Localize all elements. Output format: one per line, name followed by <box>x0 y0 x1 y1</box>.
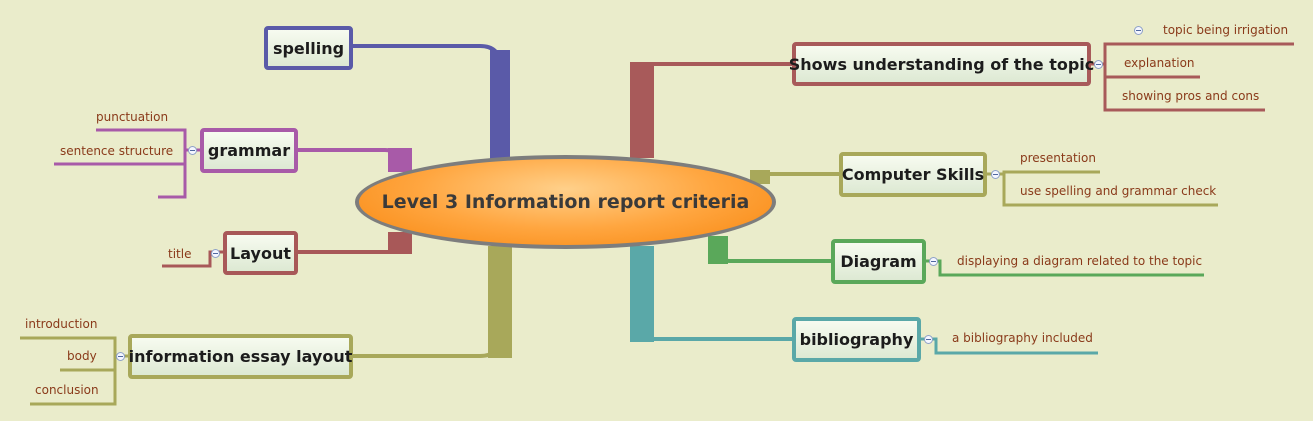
node-bibliography-label: bibliography <box>799 330 914 349</box>
leaf-showing-pros-and-cons: showing pros and cons <box>1122 89 1260 103</box>
node-spelling[interactable]: spelling <box>264 26 353 70</box>
grammar-connector-trunk <box>388 148 412 172</box>
bibliography-collapse-toggle[interactable] <box>924 335 933 344</box>
node-information-essay-layout-label: information essay layout <box>128 347 353 366</box>
node-shows-understanding[interactable]: Shows understanding of the topic <box>789 42 1094 86</box>
node-spelling-label: spelling <box>272 38 345 58</box>
understanding-connector <box>638 62 792 158</box>
leaf-conclusion: conclusion <box>35 383 99 397</box>
essay-layout-connector-trunk <box>488 246 512 358</box>
leaf-punctuation: punctuation <box>96 110 169 124</box>
computer-skills-connector-trunk <box>750 170 770 184</box>
node-diagram-label: Diagram <box>840 252 917 271</box>
node-grammar-label: grammar <box>207 141 291 160</box>
leaf-a-bibliography-included: a bibliography included <box>952 331 1093 345</box>
leaf-presentation: presentation <box>1020 151 1096 165</box>
understanding-collapse-toggle[interactable] <box>1094 60 1103 69</box>
node-diagram[interactable]: Diagram <box>831 239 926 284</box>
leaf-displaying-a-diagram: displaying a diagram related to the topi… <box>957 254 1203 268</box>
spelling-connector <box>352 44 502 160</box>
node-layout[interactable]: Layout <box>223 231 298 275</box>
grammar-collapse-toggle[interactable] <box>188 146 197 155</box>
essay-layout-collapse-toggle[interactable] <box>116 352 125 361</box>
grammar-connector <box>297 148 402 172</box>
node-shows-understanding-label: Shows understanding of the topic <box>788 54 1095 74</box>
node-layout-label: Layout <box>230 243 291 263</box>
node-computer-skills-label: Computer Skills <box>841 165 985 184</box>
layout-collapse-toggle[interactable] <box>211 249 220 258</box>
central-topic[interactable]: Level 3 Information report criteria <box>355 155 776 249</box>
leaf-sentence-structure: sentence structure <box>60 144 174 158</box>
diagram-connector-trunk <box>708 236 728 264</box>
layout-connector-trunk <box>388 232 412 254</box>
leaf-topic-being-irrigation: topic being irrigation <box>1163 23 1289 37</box>
leaf-introduction: introduction <box>25 317 98 331</box>
leaf-body: body <box>67 349 97 363</box>
topic-collapse-toggle[interactable] <box>1134 26 1143 35</box>
layout-connector <box>297 232 402 254</box>
diagram-connector <box>714 238 832 263</box>
diagram-collapse-toggle[interactable] <box>929 257 938 266</box>
node-computer-skills[interactable]: Computer Skills <box>839 152 987 197</box>
computer-skills-collapse-toggle[interactable] <box>991 170 1000 179</box>
bibliography-connector-trunk <box>630 246 654 342</box>
understanding-connector-trunk <box>630 62 654 158</box>
leaf-use-spelling-and-grammar-check: use spelling and grammar check <box>1020 184 1217 198</box>
leaf-explanation: explanation <box>1124 56 1195 70</box>
node-information-essay-layout[interactable]: information essay layout <box>128 334 353 379</box>
node-bibliography[interactable]: bibliography <box>792 317 921 362</box>
leaf-title: title <box>168 247 192 261</box>
node-grammar[interactable]: grammar <box>200 128 298 173</box>
spelling-connector-trunk <box>490 50 510 162</box>
grammar-leaf-lines <box>54 128 200 199</box>
essay-layout-connector <box>352 248 502 358</box>
central-topic-label: Level 3 Information report criteria <box>381 191 750 213</box>
